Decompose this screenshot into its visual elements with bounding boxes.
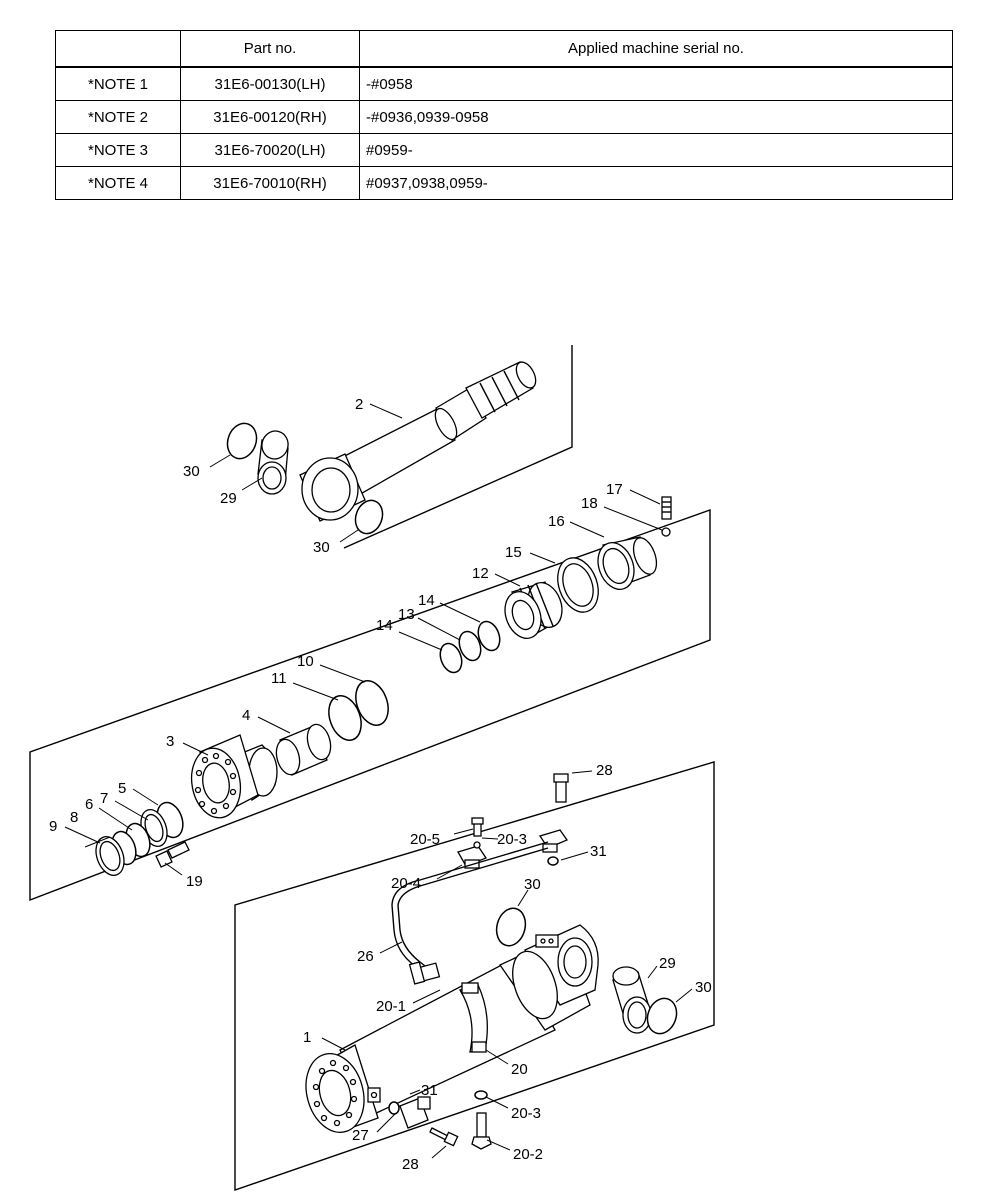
rod-cover-3 bbox=[190, 734, 278, 819]
callout-6: 6 bbox=[85, 796, 93, 813]
note-cell: *NOTE 3 bbox=[55, 133, 181, 167]
callout-20-4: 20-4 bbox=[391, 875, 421, 892]
callout-16: 16 bbox=[548, 513, 565, 530]
note-cell: *NOTE 2 bbox=[55, 100, 181, 134]
header-note bbox=[55, 30, 181, 68]
bushing-29-top bbox=[257, 430, 289, 495]
callout-30-top-left: 30 bbox=[183, 463, 200, 480]
ring-30-center bbox=[495, 907, 527, 947]
o-ring-31-top bbox=[547, 856, 559, 866]
header-serial: Applied machine serial no. bbox=[359, 30, 953, 68]
cylinder-tube-1 bbox=[305, 924, 599, 1133]
callout-20-5: 20-5 bbox=[410, 831, 440, 848]
ring-30-bottom-right bbox=[646, 997, 678, 1035]
callout-30-top-bottom: 30 bbox=[313, 539, 330, 556]
tube-bolt-holes bbox=[312, 1059, 358, 1127]
o-ring-31-bottom bbox=[388, 1101, 400, 1115]
callout-1: 1 bbox=[303, 1029, 311, 1046]
ring-15 bbox=[557, 557, 599, 613]
clamp-20 bbox=[458, 982, 488, 1053]
part-no-cell: 31E6-00130(LH) bbox=[180, 66, 360, 101]
callout-labels: 2 30 29 30 17 18 16 15 12 14 13 14 10 11… bbox=[49, 396, 712, 1173]
notes-table: Part no. Applied machine serial no. *NOT… bbox=[55, 30, 953, 200]
callout-8: 8 bbox=[70, 809, 78, 826]
callout-13: 13 bbox=[398, 606, 415, 623]
steel-ball-18 bbox=[661, 527, 671, 537]
ring-30-top-left bbox=[226, 422, 258, 460]
callout-14-right: 14 bbox=[418, 592, 435, 609]
callout-14-left: 14 bbox=[376, 617, 393, 634]
callout-17: 17 bbox=[606, 481, 623, 498]
callout-11: 11 bbox=[271, 670, 287, 687]
callout-28-bottom: 28 bbox=[402, 1156, 419, 1173]
callout-20-1: 20-1 bbox=[376, 998, 406, 1015]
table-row: *NOTE 2 31E6-00120(RH) -#0936,0939-0958 bbox=[55, 100, 953, 134]
ring-13 bbox=[458, 630, 482, 662]
piston-12 bbox=[504, 581, 563, 639]
callout-30-center: 30 bbox=[524, 876, 541, 893]
callout-4: 4 bbox=[242, 707, 250, 724]
callout-10: 10 bbox=[297, 653, 314, 670]
washer-20-3-top bbox=[473, 841, 481, 849]
callout-18: 18 bbox=[581, 495, 598, 512]
callout-31-bottom: 31 bbox=[421, 1082, 438, 1099]
bolt-19 bbox=[155, 841, 190, 868]
ring-11 bbox=[328, 695, 362, 741]
piston-rod bbox=[299, 361, 537, 522]
ring-14-left bbox=[439, 642, 463, 674]
bolt-28-top bbox=[553, 773, 569, 803]
ring-14-right bbox=[477, 620, 501, 652]
part-no-cell: 31E6-00120(RH) bbox=[180, 100, 360, 134]
connector-27 bbox=[399, 1096, 431, 1129]
ring-16 bbox=[597, 536, 658, 590]
callout-20-3-top: 20-3 bbox=[497, 831, 527, 848]
callout-20-2: 20-2 bbox=[513, 1146, 543, 1163]
callout-15: 15 bbox=[505, 544, 522, 561]
callout-30-bottom: 30 bbox=[695, 979, 712, 996]
set-screw-17 bbox=[661, 496, 672, 520]
callout-7: 7 bbox=[100, 790, 108, 807]
note-cell: *NOTE 4 bbox=[55, 166, 181, 200]
callout-3: 3 bbox=[166, 733, 174, 750]
callout-12: 12 bbox=[472, 565, 489, 582]
ring-30-top-bottom bbox=[354, 499, 384, 535]
callout-31-top: 31 bbox=[590, 843, 607, 860]
callout-27: 27 bbox=[352, 1127, 369, 1144]
callout-29-bottom: 29 bbox=[659, 955, 676, 972]
ring-9 bbox=[95, 836, 125, 876]
table-row: *NOTE 1 31E6-00130(LH) -#0958 bbox=[55, 66, 953, 101]
callout-28-top: 28 bbox=[596, 762, 613, 779]
callout-29-top: 29 bbox=[220, 490, 237, 507]
bushing-29-bottom bbox=[612, 966, 652, 1034]
callout-26: 26 bbox=[357, 948, 374, 965]
callout-19: 19 bbox=[186, 873, 203, 890]
table-header-row: Part no. Applied machine serial no. bbox=[55, 30, 953, 68]
pipe-26 bbox=[391, 841, 549, 985]
bolt-20-5 bbox=[471, 817, 484, 837]
panel-frames bbox=[29, 345, 715, 1191]
bolt-holes bbox=[194, 752, 237, 815]
callout-2: 2 bbox=[355, 396, 363, 413]
leader-lines bbox=[64, 403, 693, 1159]
table-row: *NOTE 4 31E6-70010(RH) #0937,0938,0959- bbox=[55, 166, 953, 200]
bushing-4 bbox=[275, 723, 332, 776]
clamp-20-3-upper bbox=[538, 829, 568, 853]
callout-5: 5 bbox=[118, 780, 126, 797]
serial-cell: #0937,0938,0959- bbox=[359, 166, 953, 200]
callout-20-3-bottom: 20-3 bbox=[511, 1105, 541, 1122]
bolt-28-bottom bbox=[429, 1127, 459, 1147]
table-row: *NOTE 3 31E6-70020(LH) #0959- bbox=[55, 133, 953, 167]
part-no-cell: 31E6-70010(RH) bbox=[180, 166, 360, 200]
callout-9: 9 bbox=[49, 818, 57, 835]
washer-20-3-bottom bbox=[474, 1090, 488, 1100]
bolt-20-2 bbox=[471, 1112, 492, 1150]
callout-20: 20 bbox=[511, 1061, 528, 1078]
